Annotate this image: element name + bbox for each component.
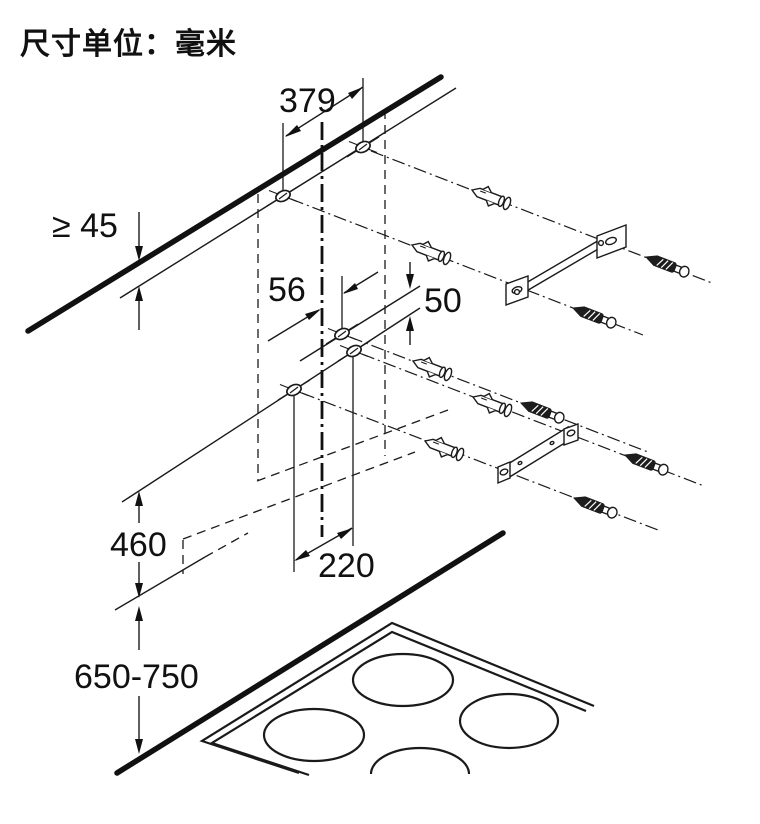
dimension-label-56: 56 — [268, 271, 306, 309]
screw-icon — [622, 449, 671, 478]
burner-circle — [351, 652, 455, 708]
lower-mounting-bracket — [497, 423, 579, 485]
burner-circle — [369, 746, 471, 775]
wall-anchor-icon — [408, 235, 454, 269]
dimension-label-220: 220 — [318, 547, 375, 585]
dimension-460: 460 — [110, 491, 167, 598]
screw-icon — [643, 251, 692, 280]
dimension-56: 56 — [267, 271, 379, 342]
cooktop-outer-border — [199, 621, 595, 775]
wall-anchor-icon — [409, 351, 455, 385]
page-title: 尺寸单位：毫米 — [20, 27, 237, 61]
dimension-label-460: 460 — [110, 526, 167, 564]
screws — [518, 251, 692, 521]
dimension-220: 220 — [294, 527, 375, 585]
dimension-650-750: 650-750 — [74, 606, 199, 754]
mounting-hole-icon — [337, 340, 371, 362]
cooktop — [199, 621, 595, 777]
burner-circle — [458, 692, 560, 750]
upper-wall-edge-line — [25, 74, 444, 334]
dimension-label-379: 379 — [279, 82, 336, 120]
dimension-min-45: ≥ 45 — [52, 207, 143, 330]
wall-anchor-icon — [469, 387, 515, 421]
dimension-label-min-45: ≥ 45 — [52, 207, 118, 245]
dimension-label-50: 50 — [424, 282, 462, 320]
wall-anchor-icon — [468, 180, 514, 214]
burner-circle — [262, 707, 366, 763]
screw-icon — [518, 397, 567, 426]
screw-icon — [571, 492, 620, 521]
wall-anchors — [408, 180, 515, 465]
cooktop-inner-border — [209, 630, 587, 777]
screw-icon — [570, 302, 619, 331]
upper-mounting-bracket — [505, 223, 627, 306]
dimension-50: 50 — [406, 262, 462, 345]
dimension-379: 379 — [279, 82, 364, 137]
dimension-label-650-750: 650-750 — [74, 658, 199, 696]
lower-wall-edge-line — [114, 530, 506, 776]
wall-anchor-icon — [421, 431, 467, 465]
